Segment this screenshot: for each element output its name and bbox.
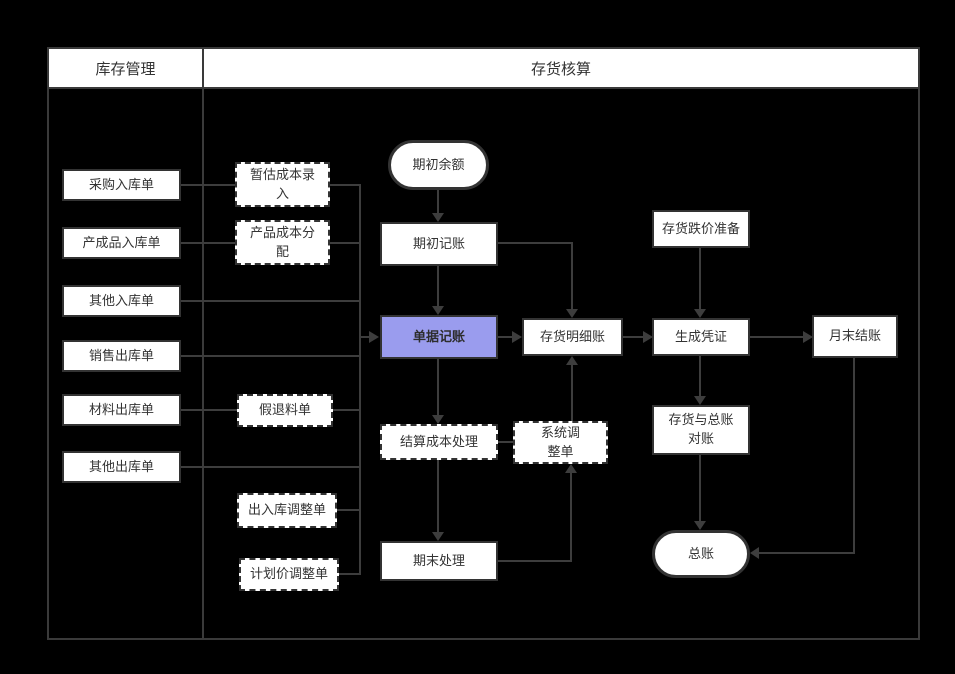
node-planned-price-adjustment[interactable]: 计划价调整单 bbox=[239, 558, 339, 591]
node-other-inbound[interactable]: 其他入库单 bbox=[62, 285, 181, 317]
arrowhead-down-icon bbox=[432, 415, 444, 424]
edge-line bbox=[437, 190, 439, 213]
edge-line bbox=[699, 455, 701, 521]
edge-line bbox=[437, 460, 439, 532]
node-month-end-closing[interactable]: 月末结账 bbox=[812, 315, 898, 358]
edge-line bbox=[181, 466, 360, 468]
node-period-end-processing[interactable]: 期末处理 bbox=[380, 541, 498, 581]
arrowhead-down-icon bbox=[694, 309, 706, 318]
edge-line bbox=[498, 336, 512, 338]
arrowhead-up-icon bbox=[566, 356, 578, 365]
edge-line bbox=[181, 355, 360, 357]
arrowhead-down-icon bbox=[432, 306, 444, 315]
node-system-adjustment[interactable]: 系统调 整单 bbox=[513, 421, 608, 464]
node-inventory-gl-reconciliation[interactable]: 存货与总账 对账 bbox=[652, 405, 750, 455]
node-general-ledger[interactable]: 总账 bbox=[652, 530, 750, 578]
node-material-outbound[interactable]: 材料出库单 bbox=[62, 394, 181, 426]
edge-line bbox=[498, 560, 572, 562]
edge-line bbox=[570, 473, 572, 562]
arrowhead-left-icon bbox=[750, 547, 759, 559]
node-other-outbound[interactable]: 其他出库单 bbox=[62, 451, 181, 483]
edge-line bbox=[361, 336, 370, 338]
arrowhead-down-icon bbox=[432, 532, 444, 541]
arrowhead-right-icon bbox=[512, 331, 522, 343]
arrowhead-down-icon bbox=[694, 396, 706, 405]
edge-line bbox=[437, 266, 439, 306]
arrowhead-down-icon bbox=[432, 213, 444, 222]
edge-line bbox=[333, 509, 360, 511]
arrowhead-right-icon bbox=[643, 331, 653, 343]
node-inventory-subledger[interactable]: 存货明细账 bbox=[522, 318, 623, 356]
node-purchase-inbound[interactable]: 采购入库单 bbox=[62, 169, 181, 201]
edge-line bbox=[699, 248, 701, 309]
edge-line bbox=[437, 359, 439, 415]
node-price-decline-provision[interactable]: 存货跌价准备 bbox=[652, 210, 750, 248]
edge-line bbox=[337, 573, 360, 575]
arrowhead-down-icon bbox=[694, 521, 706, 530]
edge-line bbox=[181, 300, 360, 302]
node-inout-adjustment[interactable]: 出入库调整单 bbox=[237, 493, 337, 528]
node-opening-entry[interactable]: 期初记账 bbox=[380, 222, 498, 266]
arrowhead-right-icon bbox=[803, 331, 813, 343]
node-finished-goods-inbound[interactable]: 产成品入库单 bbox=[62, 227, 181, 259]
lane-header-inventory-management: 库存管理 bbox=[47, 47, 204, 89]
edge-line bbox=[759, 552, 855, 554]
edge-line bbox=[571, 365, 573, 421]
node-sales-outbound[interactable]: 销售出库单 bbox=[62, 340, 181, 372]
node-pseudo-material-return[interactable]: 假退料单 bbox=[237, 394, 333, 427]
edge-line bbox=[699, 356, 701, 396]
lane-header-inventory-accounting: 存货核算 bbox=[202, 47, 920, 89]
edge-line bbox=[498, 441, 513, 443]
edge-line bbox=[498, 242, 573, 244]
node-generate-voucher[interactable]: 生成凭证 bbox=[652, 318, 750, 356]
node-settlement-cost-processing[interactable]: 结算成本处理 bbox=[380, 424, 498, 460]
node-estimated-cost-entry[interactable]: 暂估成本录 入 bbox=[235, 162, 330, 207]
edge-bus-line bbox=[359, 184, 361, 575]
edge-line bbox=[623, 336, 643, 338]
node-product-cost-allocation[interactable]: 产品成本分 配 bbox=[235, 220, 330, 265]
node-document-posting[interactable]: 单据记账 bbox=[380, 315, 498, 359]
arrowhead-up-icon bbox=[565, 464, 577, 473]
edge-line bbox=[571, 242, 573, 309]
arrowhead-down-icon bbox=[566, 309, 578, 318]
edge-line bbox=[853, 358, 855, 554]
edge-line bbox=[750, 336, 803, 338]
node-opening-balance[interactable]: 期初余额 bbox=[388, 140, 489, 190]
lane-body-inventory-accounting bbox=[202, 87, 920, 640]
arrowhead-right-icon bbox=[369, 331, 379, 343]
